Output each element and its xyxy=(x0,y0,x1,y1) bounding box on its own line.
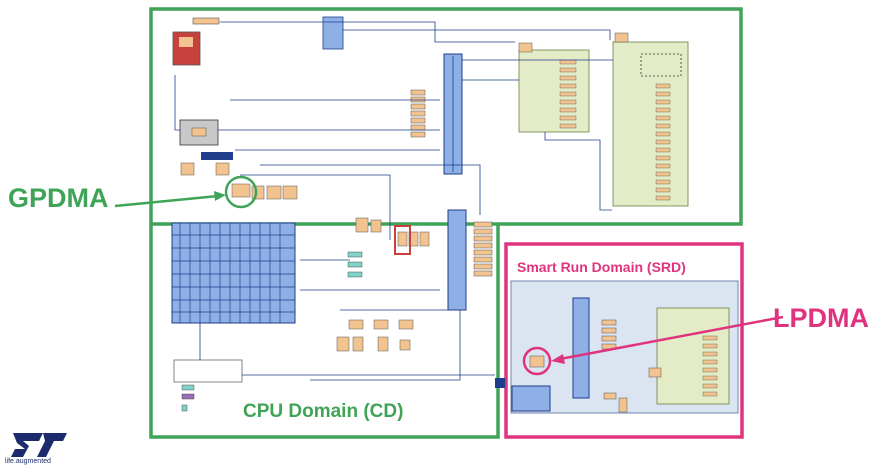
bus-matrix-grid xyxy=(172,223,295,323)
cortex-block xyxy=(172,31,201,66)
srd-peripherals xyxy=(601,319,662,413)
srd-label: Smart Run Domain (SRD) xyxy=(517,259,686,275)
axi-bus-lower xyxy=(447,209,467,311)
apb-panel-1 xyxy=(518,49,590,133)
legend-box xyxy=(173,359,243,383)
cd-srd-link xyxy=(495,378,505,388)
gpdma-highlight-circle xyxy=(224,175,258,209)
srd-border xyxy=(504,242,744,439)
apb-panel-2-dashed xyxy=(640,53,682,77)
srd-apb-panel xyxy=(656,307,730,405)
apb-panel-2-items xyxy=(655,83,671,201)
memory-red-block xyxy=(394,225,411,255)
cortex-inner xyxy=(179,37,193,47)
gpdma-arrow-line xyxy=(114,194,219,208)
lpdma-arrow-line xyxy=(559,315,784,361)
teal-blocks xyxy=(347,251,363,278)
gpdma-label: GPDMA xyxy=(8,183,109,213)
peripheral-stack-1 xyxy=(410,89,426,138)
lpdma-block xyxy=(529,355,545,368)
st-logo-icon xyxy=(11,433,67,457)
master-blocks xyxy=(180,162,298,200)
logo-tagline: life.augmented xyxy=(5,458,51,465)
center-peripherals xyxy=(336,217,430,352)
peripheral-stack-2 xyxy=(473,221,493,277)
lpdma-highlight-circle xyxy=(522,346,552,376)
srd-apb-items xyxy=(702,335,718,397)
flash-inner xyxy=(191,127,207,137)
cpu-domain-border xyxy=(149,7,743,226)
bus-bridge-bar xyxy=(201,152,233,160)
srd-bus xyxy=(572,297,590,399)
bus-matrix xyxy=(171,222,296,324)
top-block xyxy=(322,16,344,50)
apb-panel-1-items xyxy=(559,59,577,129)
cpu-domain-label: CPU Domain (CD) xyxy=(243,401,404,422)
legend-swatches xyxy=(181,384,195,412)
apb-panel-2 xyxy=(612,41,689,207)
cortex-top-bar xyxy=(192,17,220,25)
lpdma-arrow-head xyxy=(551,354,565,364)
lpdma-label: LPDMA xyxy=(773,303,869,333)
srd-bus-matrix xyxy=(511,385,551,412)
cpu-domain-border-lower xyxy=(149,224,500,439)
gpdma-arrow-head xyxy=(214,191,226,201)
bridge-blocks xyxy=(518,32,629,53)
